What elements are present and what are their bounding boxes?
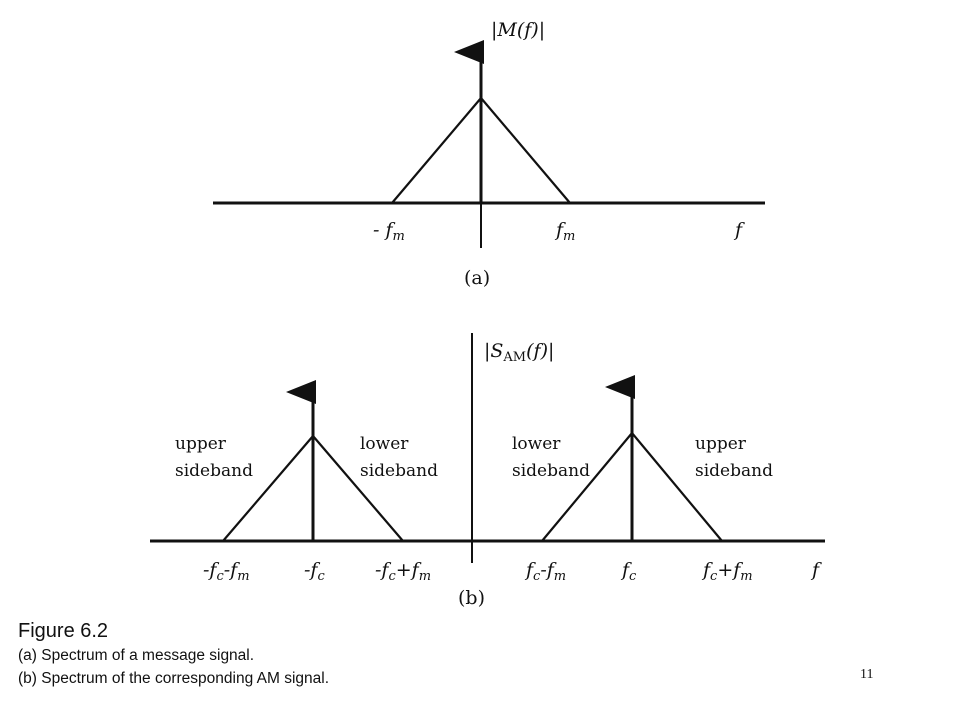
panel-a-label: (a)	[464, 267, 490, 289]
sideband-label-right-upper: upper sideband	[695, 434, 773, 481]
sideband-label-left-lower: lower sideband	[360, 434, 438, 481]
panel-b-tick-fc-minus-fm: fc-fm	[524, 559, 566, 584]
panel-b: |SAM(f)| upper sideband lower sideband l…	[150, 333, 825, 609]
panel-b-tick-neg-fc: -fc	[304, 559, 325, 584]
panel-a-message-spectrum	[391, 96, 571, 204]
panel-b-tick-neg-fc-plus-fm: -fc+fm	[375, 559, 431, 584]
panel-a: |M(f)| - fm fm f (a)	[213, 19, 765, 289]
sideband-label-left-upper: upper sideband	[175, 434, 253, 481]
panel-b-tick-fc-plus-fm: fc+fm	[701, 559, 753, 584]
caption-line-a: (a) Spectrum of a message signal.	[18, 647, 254, 664]
panel-b-label: (b)	[458, 587, 485, 609]
figure-caption: Figure 6.2 (a) Spectrum of a message sig…	[18, 620, 329, 687]
panel-b-tick-neg-fc-minus-fm: -fc-fm	[203, 559, 250, 584]
panel-a-ylabel: |M(f)|	[491, 19, 545, 41]
panel-a-tick-fm: fm	[554, 219, 575, 244]
panel-a-tick-f: f	[733, 219, 745, 241]
caption-title: Figure 6.2	[18, 620, 108, 642]
panel-a-tick-neg-fm: - fm	[373, 219, 405, 244]
caption-line-b: (b) Spectrum of the corresponding AM sig…	[18, 670, 329, 687]
sideband-label-right-lower: lower sideband	[512, 434, 590, 481]
panel-b-ylabel: |SAM(f)|	[484, 340, 554, 365]
page-number: 11	[860, 667, 873, 682]
panel-b-tick-fc: fc	[620, 559, 637, 584]
panel-b-tick-f: f	[810, 559, 822, 581]
